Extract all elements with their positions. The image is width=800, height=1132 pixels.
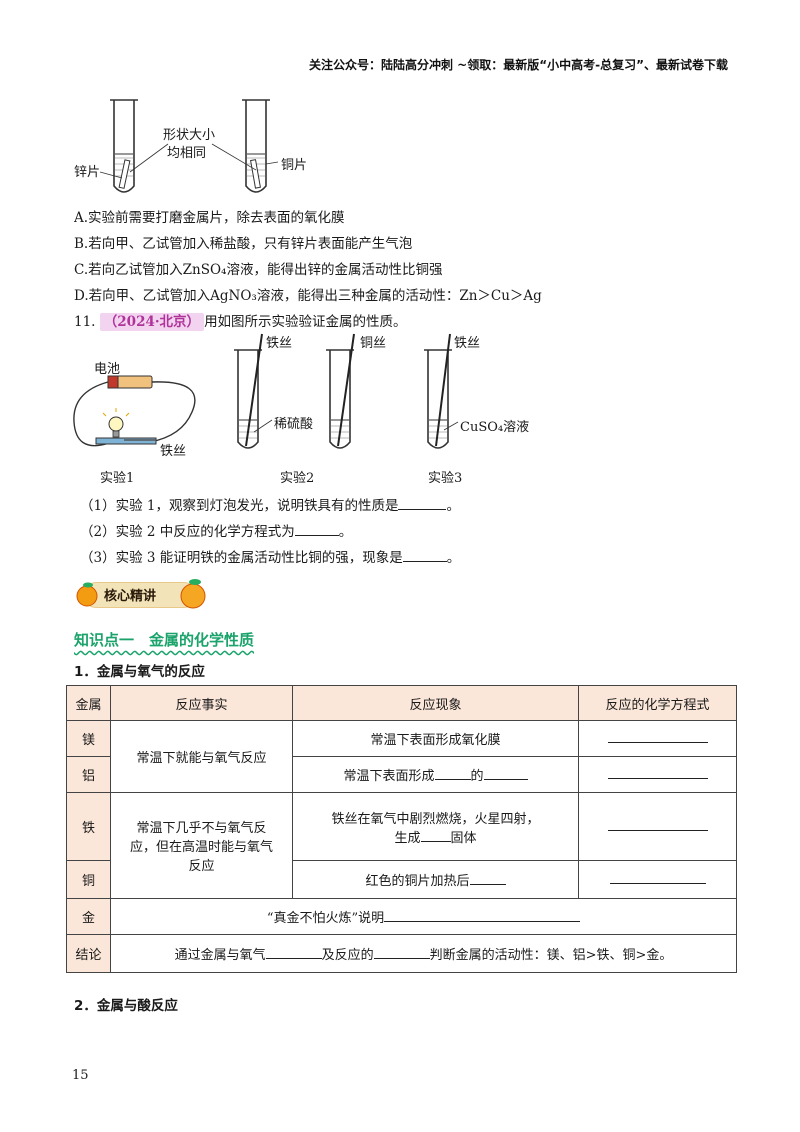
section-heading-2: 2．金属与酸反应 [74, 998, 178, 1014]
test-tube-left [110, 99, 138, 193]
answer-blank[interactable] [483, 768, 528, 780]
orange-icon [76, 582, 98, 607]
metal-al: 铝 [66, 756, 111, 793]
subquestion-3: （3）实验 3 能证明铁的金属活动性比铜的强，现象是。 [80, 549, 461, 566]
answer-blank[interactable] [609, 872, 706, 884]
header-equation: 反应的化学方程式 [578, 685, 737, 721]
eq-mg [578, 720, 737, 757]
answer-blank[interactable] [607, 819, 708, 831]
phen-cu: 红色的铜片加热后 [292, 860, 579, 899]
metal-cu: 铜 [66, 860, 111, 899]
answer-blank[interactable] [373, 947, 430, 959]
eq-cu [578, 860, 737, 899]
metal-oxygen-table: 金属 反应事实 反应现象 反应的化学方程式 镁 常温下就能与氧气反应 常温下表面… [66, 685, 737, 973]
knowledge-point-title: 知识点一 金属的化学性质 [74, 631, 255, 649]
subquestion-1: （1）实验 1，观察到灯泡发光，说明铁具有的性质是。 [80, 497, 460, 514]
eq-fe [578, 792, 737, 861]
metal-au: 金 [66, 898, 111, 935]
conclusion-row: 通过金属与氧气及反应的判断金属的活动性：镁、铝>铁、铜>金。 [110, 934, 737, 973]
table-row: 金 “真金不怕火炼”说明 [66, 898, 737, 935]
phen-al: 常温下表面形成的 [292, 756, 579, 793]
label-iron-wire-1: 铁丝 [160, 444, 187, 459]
fact-room-temp: 常温下就能与氧气反应 [110, 720, 293, 793]
header-fact: 反应事实 [110, 685, 293, 721]
source-tag: （2024·北京） [99, 313, 205, 331]
label-zinc: 锌片 [74, 165, 101, 180]
circuit-diagram [73, 375, 196, 447]
answer-blank[interactable] [434, 768, 471, 780]
label-copper-wire: 铜丝 [360, 336, 387, 351]
label-exp3: 实验3 [428, 471, 463, 486]
answer-blank[interactable] [607, 731, 708, 743]
table-row: 铁 常温下几乎不与氧气反 应，但在高温时能与氧气 反应 铁丝在氧气中剧烈燃烧，火… [66, 792, 737, 899]
phen-fe: 铁丝在氧气中剧烈燃烧，火星四射， 生成固体 [292, 792, 579, 861]
figure-experiments-1-3 [73, 333, 459, 449]
question-11: 11. （2024·北京）用如图所示实验验证金属的性质。 [74, 313, 407, 331]
option-d: D.若向甲、乙试管加入AgNO₃溶液，能得出三种金属的活动性：Zn＞Cu＞Ag [74, 288, 542, 304]
label-copper: 铜片 [281, 158, 308, 173]
phen-mg: 常温下表面形成氧化膜 [292, 720, 579, 757]
table-row: 铝 常温下表面形成的 [66, 756, 737, 793]
orange-icon [180, 579, 206, 609]
label-exp2: 实验2 [280, 471, 315, 486]
label-same-shape-2: 均相同 [167, 146, 207, 161]
label-iron-wire-2: 铁丝 [266, 336, 293, 351]
core-lecture-badge: 核心精讲 [74, 576, 206, 610]
fact-iron: 常温下几乎不与氧气反 应，但在高温时能与氧气 反应 [110, 792, 293, 899]
label-dilute-sulfuric-acid: 稀硫酸 [274, 417, 314, 432]
option-b: B.若向甲、乙试管加入稀盐酸，只有锌片表面能产生气泡 [74, 236, 413, 252]
table-row: 镁 常温下就能与氧气反应 常温下表面形成氧化膜 [66, 720, 737, 793]
conclusion-label: 结论 [66, 934, 111, 973]
label-battery: 电池 [94, 362, 121, 377]
figure-test-tubes-zinc-copper [99, 99, 279, 193]
answer-blank[interactable] [420, 830, 451, 842]
label-cuso4-solution: CuSO₄溶液 [460, 420, 530, 435]
test-tube-right [242, 99, 270, 193]
label-exp1: 实验1 [100, 471, 135, 486]
answer-blank[interactable] [398, 497, 447, 510]
au-row: “真金不怕火炼”说明 [110, 898, 737, 935]
test-tube-exp3 [424, 333, 459, 449]
metal-mg: 镁 [66, 720, 111, 757]
answer-blank[interactable] [294, 523, 339, 536]
page-number: 15 [72, 1068, 89, 1083]
table-header-row: 金属 反应事实 反应现象 反应的化学方程式 [66, 685, 737, 721]
option-c: C.若向乙试管加入ZnSO₄溶液，能得出锌的金属活动性比铜强 [74, 262, 443, 278]
eq-al [578, 756, 737, 793]
label-same-shape-1: 形状大小 [163, 128, 216, 143]
answer-blank[interactable] [265, 947, 322, 959]
answer-blank[interactable] [607, 767, 708, 779]
table-row: 铜 红色的铜片加热后 [66, 860, 737, 899]
page-header: 关注公众号：陆陆高分冲刺 ~领取：最新版“小中高考-总复习”、最新试卷下载 [309, 58, 728, 72]
test-tube-exp2 [234, 333, 273, 449]
label-iron-wire-3: 铁丝 [454, 336, 481, 351]
answer-blank[interactable] [384, 910, 581, 922]
header-metal: 金属 [66, 685, 111, 721]
table-row: 结论 通过金属与氧气及反应的判断金属的活动性：镁、铝>铁、铜>金。 [66, 934, 737, 973]
header-phenomenon: 反应现象 [292, 685, 579, 721]
answer-blank[interactable] [469, 873, 506, 885]
answer-blank[interactable] [402, 549, 447, 562]
subquestion-2: （2）实验 2 中反应的化学方程式为。 [80, 523, 353, 540]
metal-fe: 铁 [66, 792, 111, 861]
test-tube-copper [326, 333, 355, 449]
option-a: A.实验前需要打磨金属片，除去表面的氧化膜 [74, 210, 345, 226]
section-heading-1: 1．金属与氧气的反应 [74, 664, 205, 680]
